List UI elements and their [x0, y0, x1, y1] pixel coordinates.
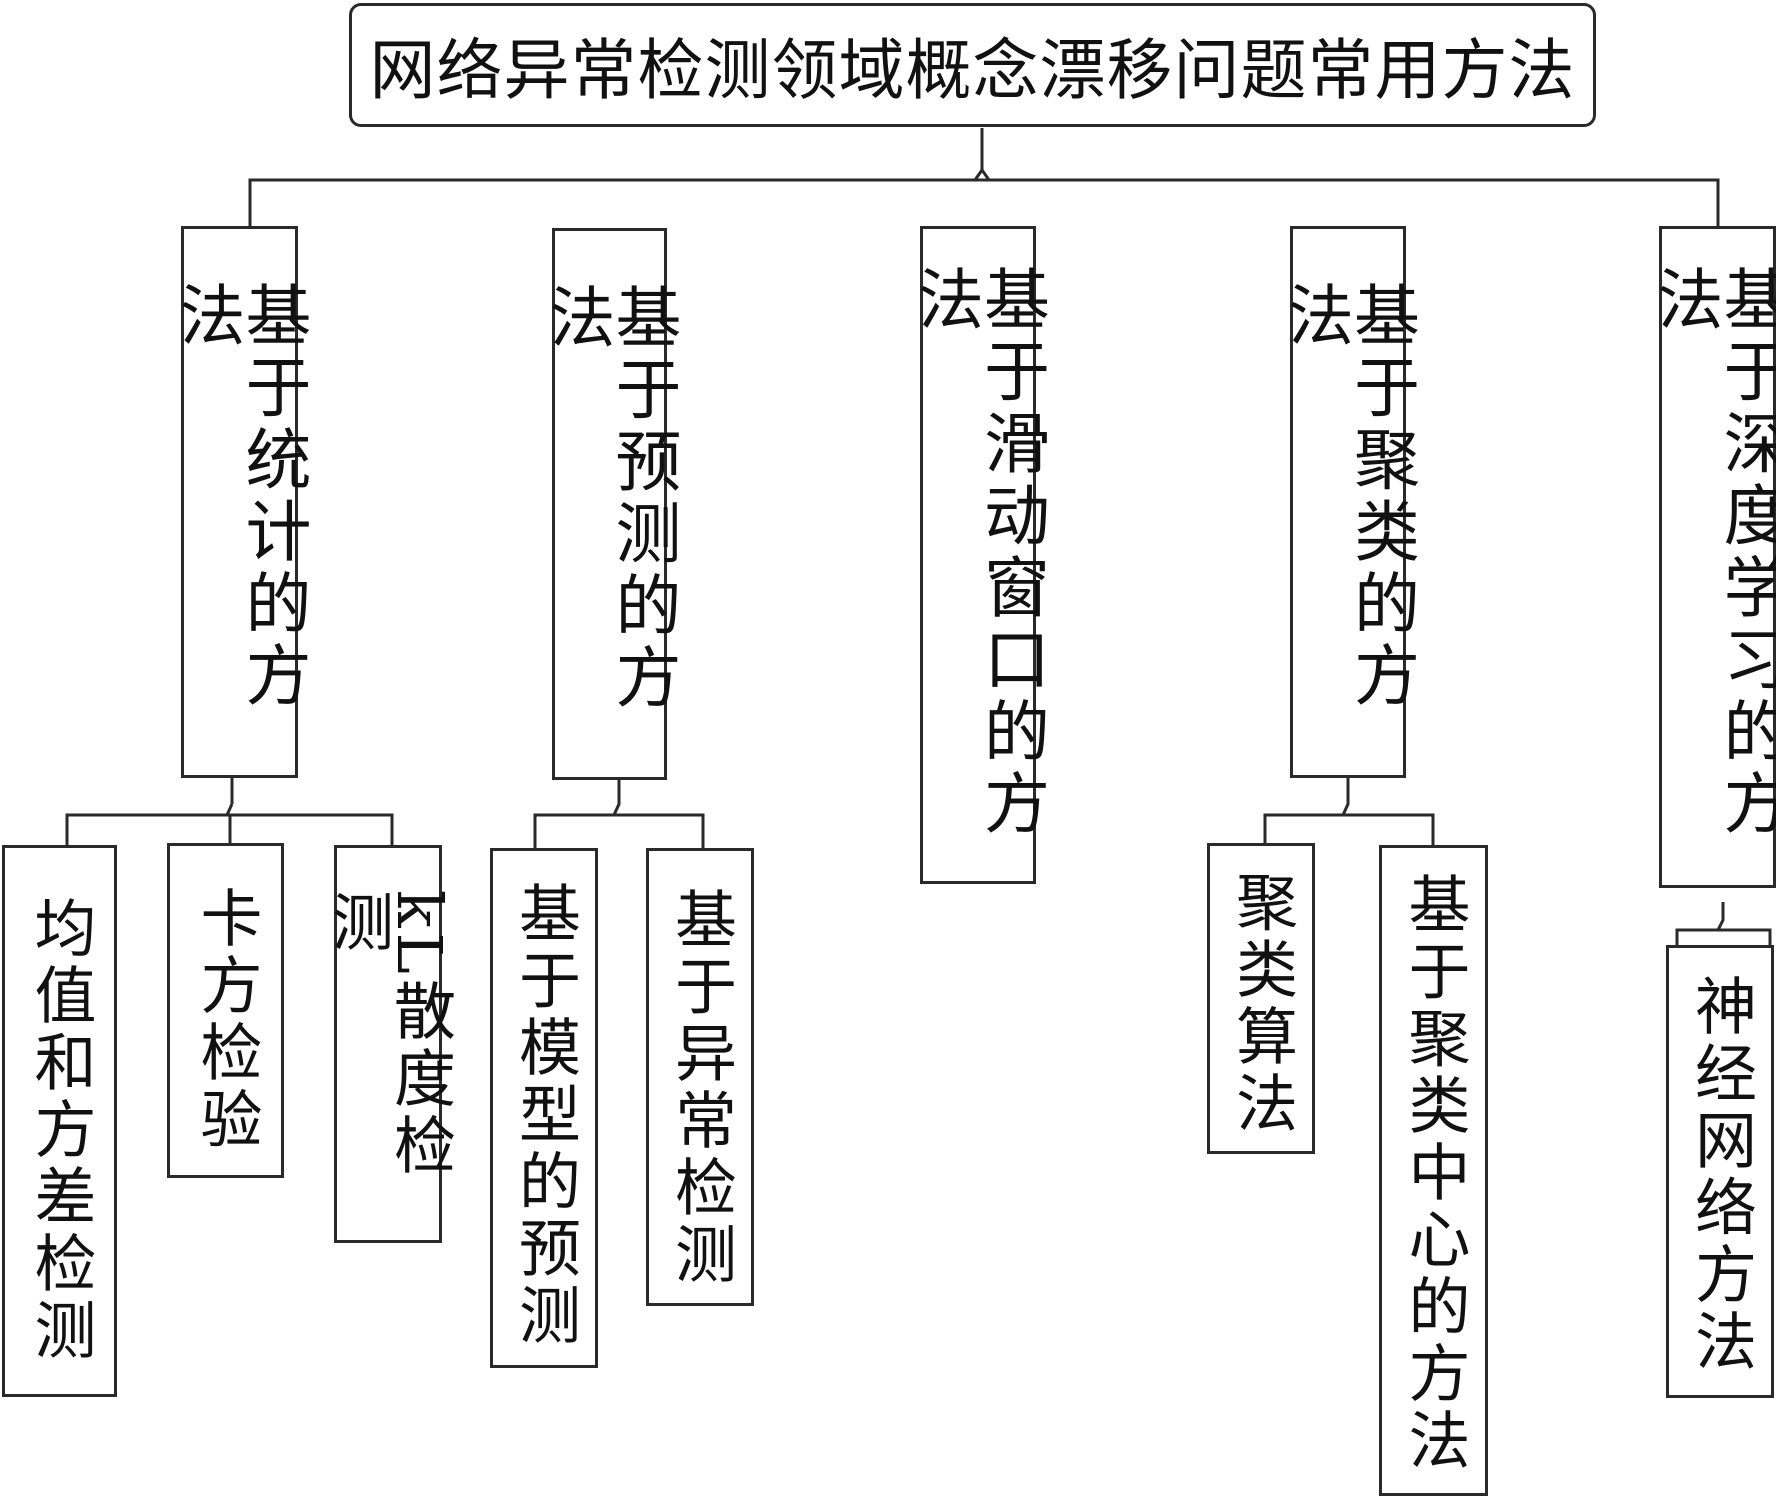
method-sliding-window-label: 基于滑动窗口的方法 — [907, 265, 1050, 841]
method-prediction-label: 基于预测的方法 — [538, 283, 682, 715]
leaf-chi-square: 卡方检验 — [167, 843, 284, 1178]
leaf-mean-variance: 均值和方差检测 — [2, 845, 117, 1397]
method-deep-learning-label: 基于深度学习的方法 — [1646, 265, 1776, 841]
method-statistics-label: 基于统计的方法 — [168, 281, 312, 713]
leaf-model-prediction: 基于模型的预测 — [490, 848, 598, 1368]
leaf-cluster-center-label: 基于聚类中心的方法 — [1397, 872, 1471, 1475]
pred-brace — [533, 778, 705, 848]
leaf-clustering-algorithm-label: 聚类算法 — [1225, 870, 1298, 1138]
leaf-anomaly-detection-label: 基于异常检测 — [664, 887, 737, 1289]
method-sliding-window: 基于滑动窗口的方法 — [907, 226, 1050, 884]
root-node: 网络异常检测领域概念漂移问题常用方法 — [349, 3, 1596, 127]
leaf-kl-divergence-label: kL散度检测 — [321, 890, 456, 1180]
method-clustering-label: 基于聚类的方法 — [1277, 281, 1420, 713]
root-brace — [248, 128, 1720, 226]
method-clustering: 基于聚类的方法 — [1277, 226, 1420, 778]
leaf-clustering-algorithm: 聚类算法 — [1207, 843, 1315, 1154]
leaf-chi-square-label: 卡方检验 — [189, 886, 263, 1154]
leaf-neural-network: 神经网络方法 — [1666, 945, 1774, 1398]
leaf-kl-divergence: kL散度检测 — [321, 845, 456, 1243]
leaf-anomaly-detection: 基于异常检测 — [646, 848, 754, 1306]
method-statistics: 基于统计的方法 — [169, 226, 312, 778]
leaf-cluster-center: 基于聚类中心的方法 — [1379, 845, 1488, 1496]
leaf-model-prediction-label: 基于模型的预测 — [508, 881, 581, 1350]
leaf-neural-network-label: 神经网络方法 — [1684, 974, 1757, 1376]
leaf-mean-variance-label: 均值和方差检测 — [23, 896, 97, 1365]
method-prediction: 基于预测的方法 — [539, 228, 682, 780]
dl-brace — [1675, 902, 1772, 945]
method-deep-learning: 基于深度学习的方法 — [1647, 226, 1776, 888]
root-title: 网络异常检测领域概念漂移问题常用方法 — [369, 32, 1576, 109]
stats-brace — [65, 778, 394, 845]
cluster-brace — [1263, 778, 1435, 845]
